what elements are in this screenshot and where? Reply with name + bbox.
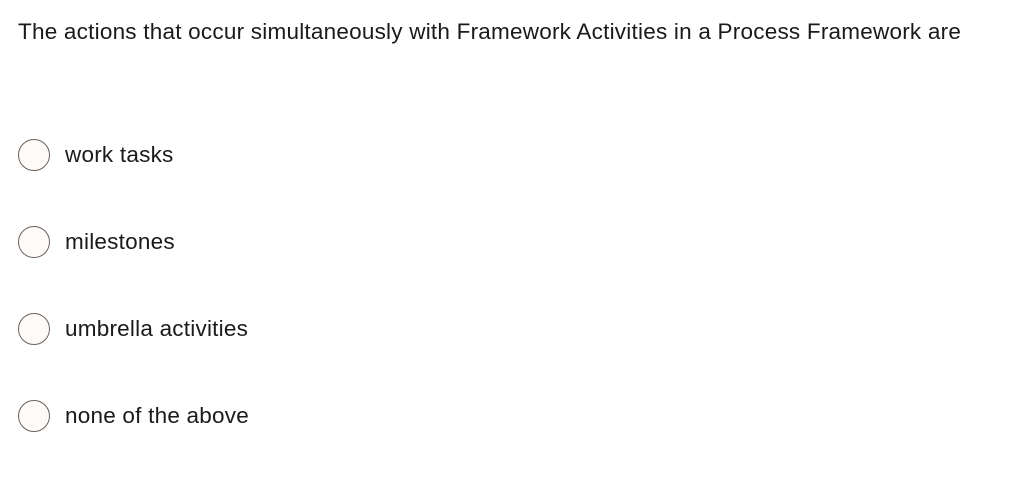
- radio-unchecked-icon[interactable]: [18, 139, 50, 171]
- answer-option-milestones[interactable]: milestones: [18, 224, 175, 260]
- answer-option-none-of-the-above[interactable]: none of the above: [18, 398, 249, 434]
- radio-unchecked-icon[interactable]: [18, 400, 50, 432]
- answer-option-label: work tasks: [65, 142, 174, 167]
- radio-unchecked-icon[interactable]: [18, 313, 50, 345]
- answer-option-work-tasks[interactable]: work tasks: [18, 137, 174, 173]
- answer-option-label: milestones: [65, 229, 175, 254]
- answer-option-umbrella-activities[interactable]: umbrella activities: [18, 311, 248, 347]
- radio-unchecked-icon[interactable]: [18, 226, 50, 258]
- question-stem: The actions that occur simultaneously wi…: [18, 19, 962, 44]
- answer-option-label: umbrella activities: [65, 316, 249, 341]
- answer-option-label: none of the above: [65, 403, 249, 428]
